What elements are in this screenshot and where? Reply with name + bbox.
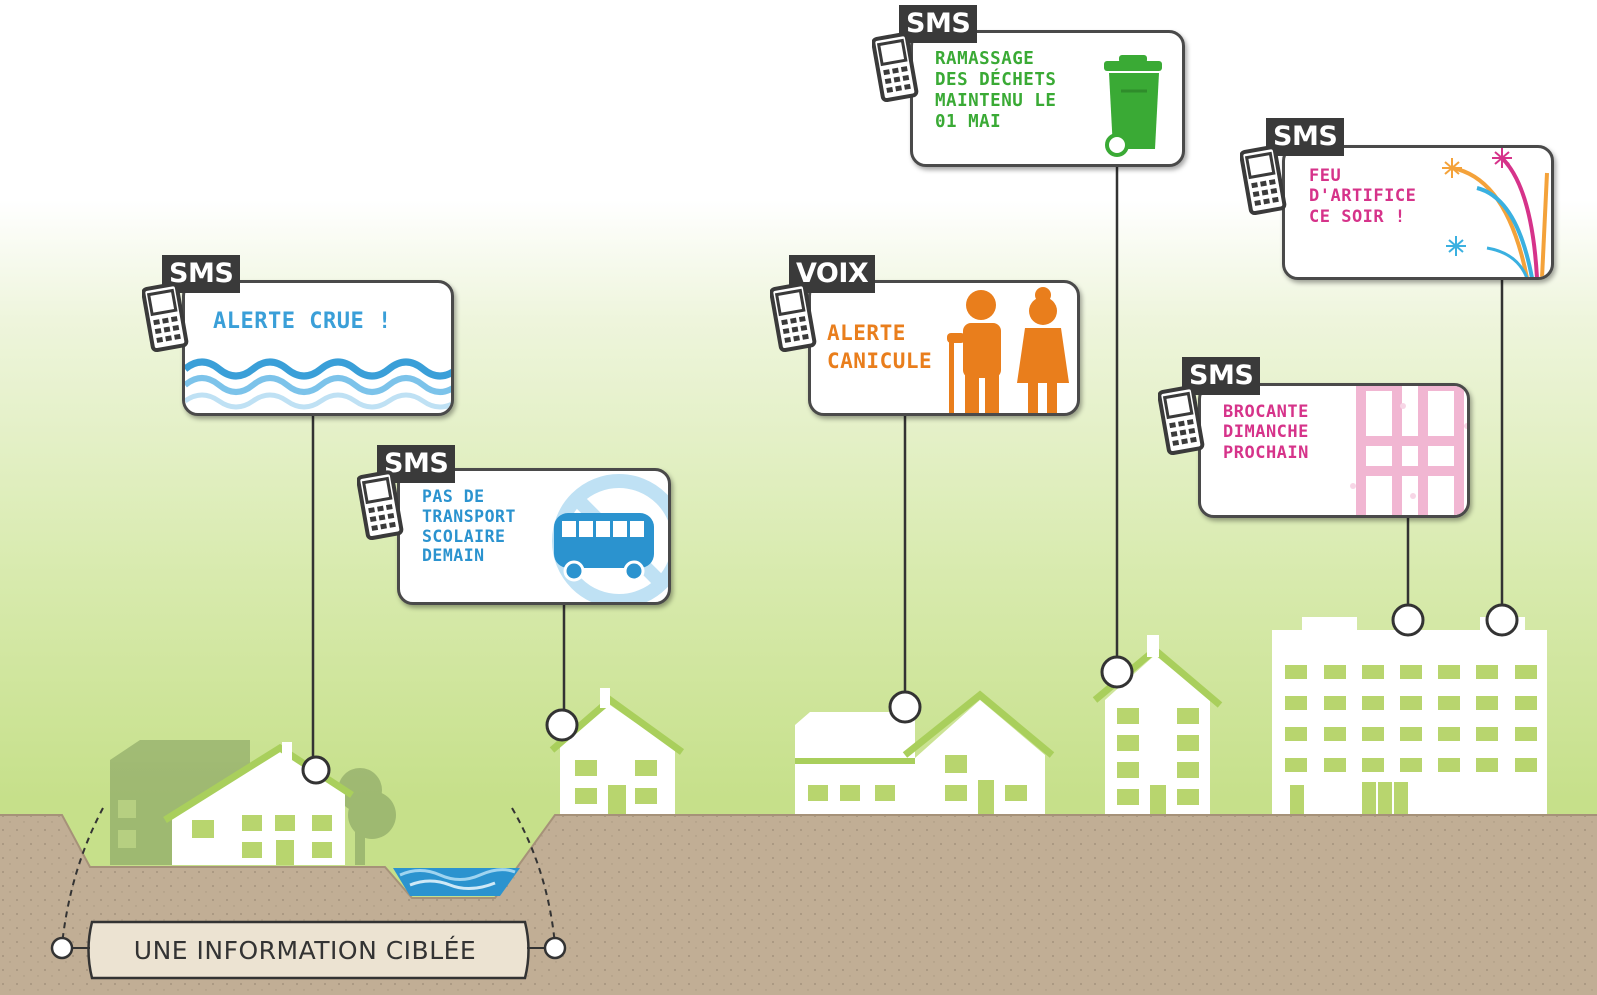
apartment-window: [1362, 696, 1384, 710]
channel-tag-sms: SMS: [1266, 118, 1345, 156]
apartment-window: [1438, 727, 1460, 741]
apartment-window: [1515, 727, 1537, 741]
mobile-phone-icon: [1240, 145, 1287, 216]
channel-tag-voix: VOIX: [789, 255, 876, 293]
wheelie-bin-icon: [1104, 55, 1162, 157]
apartment-door: [1290, 785, 1304, 818]
apartment-window: [1476, 727, 1498, 741]
background-buildings: [110, 740, 396, 865]
banner-shape: [50, 920, 567, 980]
channel-tag-sms: SMS: [1182, 357, 1261, 395]
apartment-window: [1438, 758, 1460, 772]
fireworks-icon: [1442, 148, 1549, 277]
apartment-window: [1285, 727, 1307, 741]
no-school-bus-icon: [552, 474, 668, 602]
card-transport-scolaire: PAS DE TRANSPORT SCOLAIRE DEMAIN: [397, 468, 671, 605]
apartment-door: [1394, 782, 1408, 815]
apartment-window: [1400, 758, 1422, 772]
elderly-couple-icon: [947, 287, 1069, 413]
apartment-window: [1400, 727, 1422, 741]
target-bracket: [61, 807, 556, 946]
apartment-building: [1272, 617, 1547, 818]
apartment-window: [1476, 758, 1498, 772]
apartment-window: [1362, 665, 1384, 679]
house-flood-zone: [163, 742, 354, 865]
apartment-window: [1400, 696, 1422, 710]
card-alerte-canicule: ALERTE CANICULE: [808, 280, 1080, 416]
banner-label: UNE INFORMATION CIBLÉE: [133, 935, 477, 965]
card-brocante-text: BROCANTE DIMANCHE PROCHAIN: [1223, 402, 1309, 463]
apartment-window: [1324, 665, 1346, 679]
apartment-door: [1362, 782, 1376, 815]
apartment-window: [1476, 696, 1498, 710]
apartment-window: [1515, 696, 1537, 710]
apartment-window: [1438, 696, 1460, 710]
apartment-window: [1324, 758, 1346, 772]
apartment-window: [1438, 665, 1460, 679]
channel-tag-sms: SMS: [377, 445, 456, 483]
river: [393, 868, 520, 896]
channel-tag-sms: SMS: [899, 5, 978, 43]
card-artifice-text: FEU D'ARTIFICE CE SOIR !: [1309, 166, 1417, 227]
house-school: [549, 688, 685, 815]
apartment-window: [1285, 665, 1307, 679]
apartment-window: [1515, 758, 1537, 772]
card-ramassage-dechets: RAMASSAGE DES DÉCHETS MAINTENU LE 01 MAI: [910, 30, 1185, 167]
apartment-window: [1362, 758, 1384, 772]
card-alerte-crue: ALERTE CRUE !: [182, 280, 454, 416]
wave-icon: [185, 358, 451, 410]
apartment-window: [1515, 665, 1537, 679]
connector-lines: [311, 165, 1504, 760]
mobile-phone-icon: [770, 282, 817, 353]
flea-market-icon: [1350, 386, 1467, 515]
connector-knobs: [301, 603, 1519, 785]
mobile-phone-icon: [357, 470, 404, 541]
card-feu-artifice: FEU D'ARTIFICE CE SOIR !: [1282, 145, 1554, 280]
house-canicule: [795, 690, 1055, 815]
apartment-window: [1285, 696, 1307, 710]
card-transport-text: PAS DE TRANSPORT SCOLAIRE DEMAIN: [422, 487, 516, 566]
apartment-window: [1362, 727, 1384, 741]
mobile-phone-icon: [872, 32, 919, 103]
card-canicule-text: ALERTE CANICULE: [827, 321, 933, 374]
card-brocante: BROCANTE DIMANCHE PROCHAIN: [1198, 383, 1470, 518]
apartment-door: [1378, 782, 1392, 815]
mobile-phone-icon: [142, 282, 189, 353]
apartment-window: [1476, 665, 1498, 679]
apartment-window: [1324, 696, 1346, 710]
apartment-window: [1324, 727, 1346, 741]
mobile-phone-icon: [1158, 385, 1205, 456]
apartment-window: [1285, 758, 1307, 772]
apartment-window: [1400, 665, 1422, 679]
card-dechets-text: RAMASSAGE DES DÉCHETS MAINTENU LE 01 MAI: [935, 49, 1057, 132]
card-alerte-crue-text: ALERTE CRUE !: [213, 309, 392, 334]
